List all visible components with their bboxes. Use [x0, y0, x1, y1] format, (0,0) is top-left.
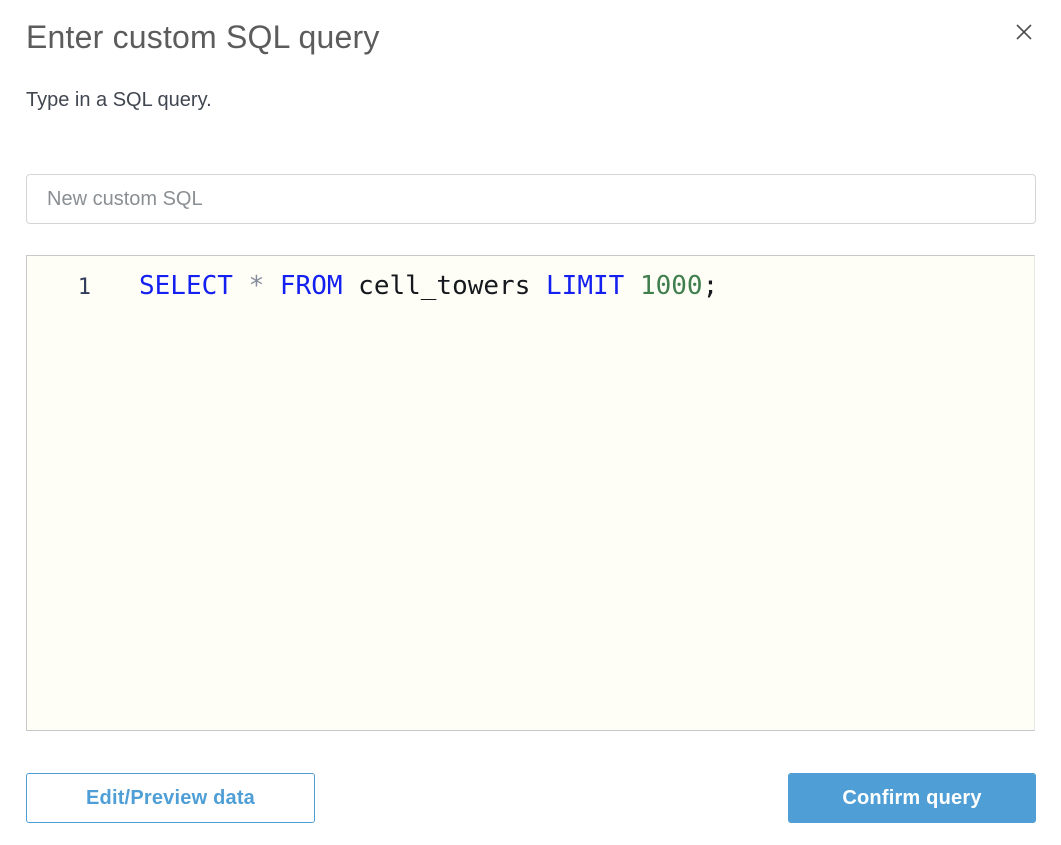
close-icon: [1014, 22, 1034, 45]
sql-token-space: [264, 271, 280, 301]
code-line: 1 SELECT * FROM cell_towers LIMIT 1000;: [27, 256, 1034, 307]
close-button[interactable]: [1011, 20, 1037, 46]
sql-query-text: SELECT * FROM cell_towers LIMIT 1000;: [91, 267, 718, 305]
sql-token-star: *: [248, 271, 265, 301]
sql-token-keyword: LIMIT: [546, 271, 625, 301]
sql-token-keyword: FROM: [279, 271, 343, 301]
dialog-subtitle: Type in a SQL query.: [26, 89, 212, 111]
sql-code-editor[interactable]: 1 SELECT * FROM cell_towers LIMIT 1000;: [26, 255, 1035, 731]
confirm-query-button[interactable]: Confirm query: [788, 773, 1036, 823]
sql-token-number: 1000: [639, 271, 703, 301]
sql-token-space: [233, 271, 249, 301]
sql-token-semicolon: ;: [702, 271, 719, 301]
line-number: 1: [77, 275, 91, 300]
custom-sql-name-input[interactable]: [26, 174, 1036, 224]
dialog-title: Enter custom SQL query: [26, 19, 380, 55]
sql-token-identifier: cell_towers: [342, 271, 547, 301]
sql-token-space: [624, 271, 640, 301]
sql-token-keyword: SELECT: [139, 271, 233, 301]
edit-preview-data-button[interactable]: Edit/Preview data: [26, 773, 315, 823]
